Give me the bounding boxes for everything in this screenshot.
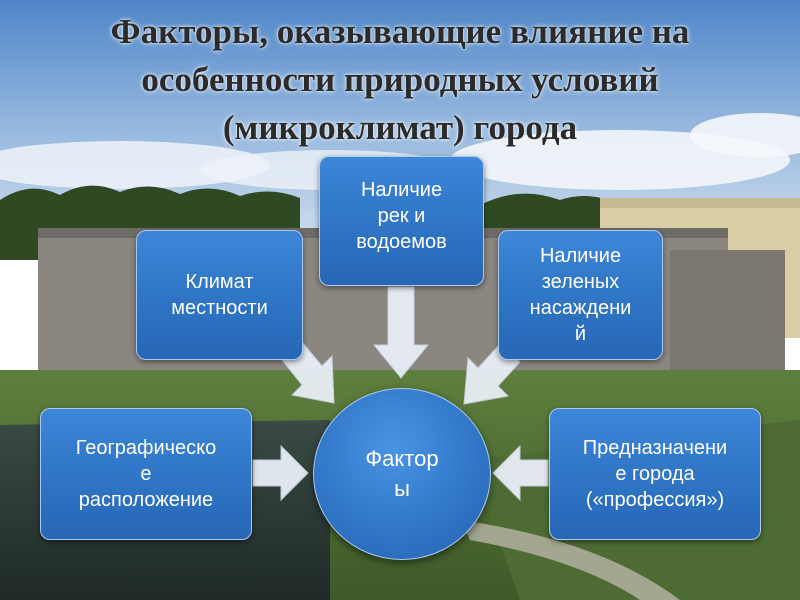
- arrow-from-rivers: [372, 286, 430, 379]
- factor-greenery-line-2: зеленых: [541, 271, 620, 293]
- factor-box-purpose: Предназначени е города («профессия»): [549, 408, 761, 540]
- center-line-1: Фактор: [365, 446, 439, 471]
- factor-rivers-line-2: рек и: [377, 205, 426, 227]
- factor-geography-line-1: Географическо: [75, 437, 217, 459]
- factor-geography-line-3: расположение: [78, 489, 214, 511]
- title-line-1: Факторы, оказывающие влияние на: [110, 12, 690, 51]
- arrow-from-purpose: [492, 444, 549, 502]
- factor-rivers-line-1: Наличие: [360, 179, 443, 201]
- page-title: Факторы, оказывающие влияние на особенно…: [40, 8, 760, 152]
- factor-box-greenery: Наличие зеленых насаждени й: [498, 230, 663, 360]
- factor-box-geography: Географическо е расположение: [40, 408, 252, 540]
- center-node-factors: Фактор ы: [313, 388, 491, 560]
- factor-greenery-line-4: й: [574, 323, 587, 345]
- title-line-3: (микроклимат) города: [222, 108, 578, 147]
- factor-greenery-line-3: насаждени: [529, 297, 632, 319]
- factor-rivers-line-3: водоемов: [356, 231, 447, 253]
- factor-climate-line-2: местности: [171, 297, 268, 319]
- factor-greenery-line-1: Наличие: [539, 245, 622, 267]
- factor-geography-line-2: е: [140, 463, 152, 485]
- center-line-2: ы: [394, 476, 410, 501]
- factor-climate-line-1: Климат: [185, 271, 254, 293]
- factor-purpose-line-3: («профессия»): [585, 489, 725, 511]
- factor-purpose-line-1: Предназначени: [582, 437, 728, 459]
- arrow-from-geography: [252, 444, 309, 502]
- factor-purpose-line-2: е города: [615, 463, 695, 485]
- factor-box-climate: Климат местности: [136, 230, 303, 360]
- title-line-2: особенности природных условий: [141, 60, 659, 99]
- factor-box-rivers: Наличие рек и водоемов: [319, 156, 484, 286]
